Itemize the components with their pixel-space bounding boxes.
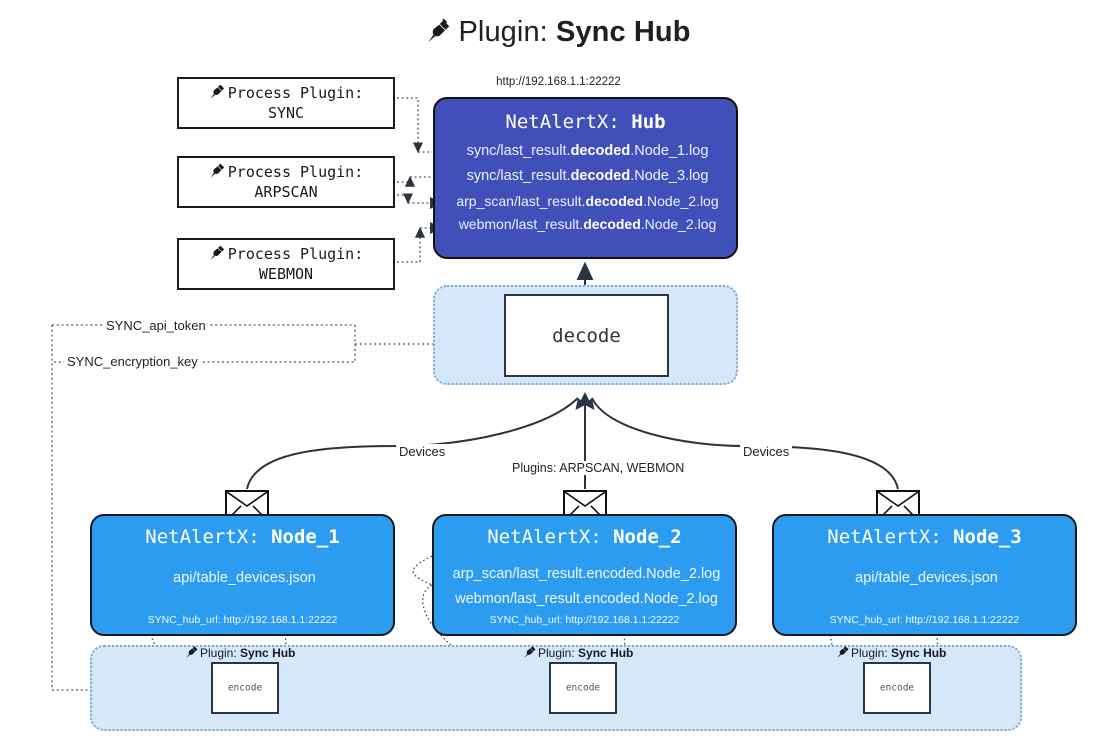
plug-icon	[523, 645, 537, 662]
encode-label: encode	[879, 682, 915, 694]
hub-log-line: sync/last_result.decoded.Node_1.log	[443, 143, 732, 159]
encode-plugin-label-name: Sync Hub	[891, 646, 947, 660]
node-title-prefix: NetAlertX:	[827, 526, 942, 548]
encode-plugin-label-name: Sync Hub	[240, 646, 296, 660]
encode-plugin-label-prefix: Plugin:	[200, 646, 237, 660]
hub-log-line: sync/last_result.decoded.Node_3.log	[443, 168, 732, 184]
hub-log-post: .Node_3.log	[630, 168, 709, 184]
plug-icon	[426, 18, 452, 52]
process-plugin-label: Process Plugin:	[179, 83, 393, 104]
hub-url-label: http://192.168.1.1:22222	[496, 76, 621, 88]
hub-log-pre: sync/last_result.	[466, 168, 571, 184]
decode-box[interactable]: decode	[504, 294, 669, 377]
hub-log-bold: decoded	[570, 143, 631, 159]
hub-log-pre: webmon/last_result.	[458, 216, 584, 232]
hub-log-pre: sync/last_result.	[466, 143, 571, 159]
encode-label: encode	[227, 682, 263, 694]
process-plugin-label: Process Plugin:	[179, 244, 393, 265]
node-data-line: api/table_devices.json	[855, 570, 998, 586]
hub-title: NetAlertX: Hub	[435, 111, 736, 133]
node-data-line: webmon/last_result.encoded.Node_2.log	[455, 591, 718, 607]
plug-icon	[209, 244, 226, 265]
process-plugin-box-webmon[interactable]: Process Plugin: WEBMON	[177, 238, 395, 290]
page-title-prefix: Plugin:	[458, 16, 548, 48]
setting-label-encryption-key: SYNC_encryption_key	[64, 354, 201, 369]
hub-log-bold: decoded	[583, 216, 641, 232]
hub-log-pre: arp_scan/last_result.	[456, 193, 586, 209]
node-box-node-2[interactable]: NetAlertX: Node_2 arp_scan/last_result.e…	[432, 514, 737, 636]
plug-icon	[185, 645, 199, 662]
encode-box[interactable]: encode	[211, 662, 279, 714]
process-plugin-name: ARPSCAN	[254, 183, 318, 201]
node-title-name: Node_3	[953, 526, 1022, 548]
process-plugin-name: WEBMON	[258, 265, 314, 283]
plug-icon	[836, 645, 850, 662]
hub-log-post: .Node_2.log	[643, 193, 719, 209]
encode-plugin-label: Plugin: Sync Hub	[836, 645, 946, 662]
encode-box[interactable]: encode	[549, 662, 617, 714]
node-title-name: Node_2	[613, 526, 682, 548]
encode-plugin-label-prefix: Plugin:	[851, 646, 888, 660]
node-title: NetAlertX: Node_2	[434, 526, 735, 548]
node-data-line: api/table_devices.json	[173, 570, 316, 586]
hub-log-line: arp_scan/last_result.decoded.Node_2.log	[443, 193, 732, 209]
node-title-prefix: NetAlertX:	[145, 526, 260, 548]
plug-icon	[209, 162, 226, 183]
hub-log-bold: decoded	[585, 193, 644, 209]
hub-log-post: .Node_2.log	[640, 216, 717, 232]
hub-title-name: Hub	[631, 111, 666, 133]
hub-title-prefix: NetAlertX:	[505, 111, 620, 133]
node-title-prefix: NetAlertX:	[487, 526, 602, 548]
node-title: NetAlertX: Node_3	[774, 526, 1075, 548]
encode-plugin-label: Plugin: Sync Hub	[523, 645, 633, 662]
node-hub-url-label: SYNC_hub_url: http://192.168.1.1:22222	[147, 614, 338, 626]
process-plugin-label-text: Process Plugin:	[227, 84, 364, 102]
process-plugin-label: Process Plugin:	[179, 162, 393, 183]
encode-box[interactable]: encode	[863, 662, 931, 714]
page-title: Plugin: Sync Hub	[0, 16, 1117, 52]
node-hub-url-label: SYNC_hub_url: http://192.168.1.1:22222	[829, 614, 1020, 626]
node-box-node-3[interactable]: NetAlertX: Node_3 api/table_devices.json…	[772, 514, 1077, 636]
node-title: NetAlertX: Node_1	[92, 526, 393, 548]
encode-plugin-label: Plugin: Sync Hub	[185, 645, 295, 662]
hub-log-bold: decoded	[570, 168, 631, 184]
node-data-line: arp_scan/last_result.encoded.Node_2.log	[452, 566, 721, 582]
hub-node[interactable]: NetAlertX: Hub sync/last_result.decoded.…	[433, 97, 738, 259]
encode-plugin-label-prefix: Plugin:	[538, 646, 575, 660]
hub-log-line: webmon/last_result.decoded.Node_2.log	[443, 216, 732, 232]
hub-log-post: .Node_1.log	[630, 143, 709, 159]
node-title-name: Node_1	[271, 526, 340, 548]
process-plugin-box-sync[interactable]: Process Plugin: SYNC	[177, 77, 395, 129]
node-hub-url-label: SYNC_hub_url: http://192.168.1.1:22222	[489, 614, 680, 626]
process-plugin-name: SYNC	[267, 104, 305, 122]
node-box-node-1[interactable]: NetAlertX: Node_1 api/table_devices.json…	[90, 514, 395, 636]
edge-label-plugins-middle: Plugins: ARPSCAN, WEBMON	[509, 461, 688, 475]
process-plugin-label-text: Process Plugin:	[227, 163, 364, 181]
encode-plugin-label-name: Sync Hub	[578, 646, 634, 660]
edge-label-devices-left: Devices	[396, 444, 449, 459]
plug-icon	[209, 83, 226, 104]
process-plugin-box-arpscan[interactable]: Process Plugin: ARPSCAN	[177, 156, 395, 208]
page-title-name: Sync Hub	[556, 16, 691, 48]
process-plugin-label-text: Process Plugin:	[227, 245, 364, 263]
setting-label-api-token: SYNC_api_token	[103, 318, 209, 333]
edge-label-devices-right: Devices	[740, 444, 793, 459]
decode-label: decode	[552, 324, 621, 347]
encode-label: encode	[565, 682, 601, 694]
